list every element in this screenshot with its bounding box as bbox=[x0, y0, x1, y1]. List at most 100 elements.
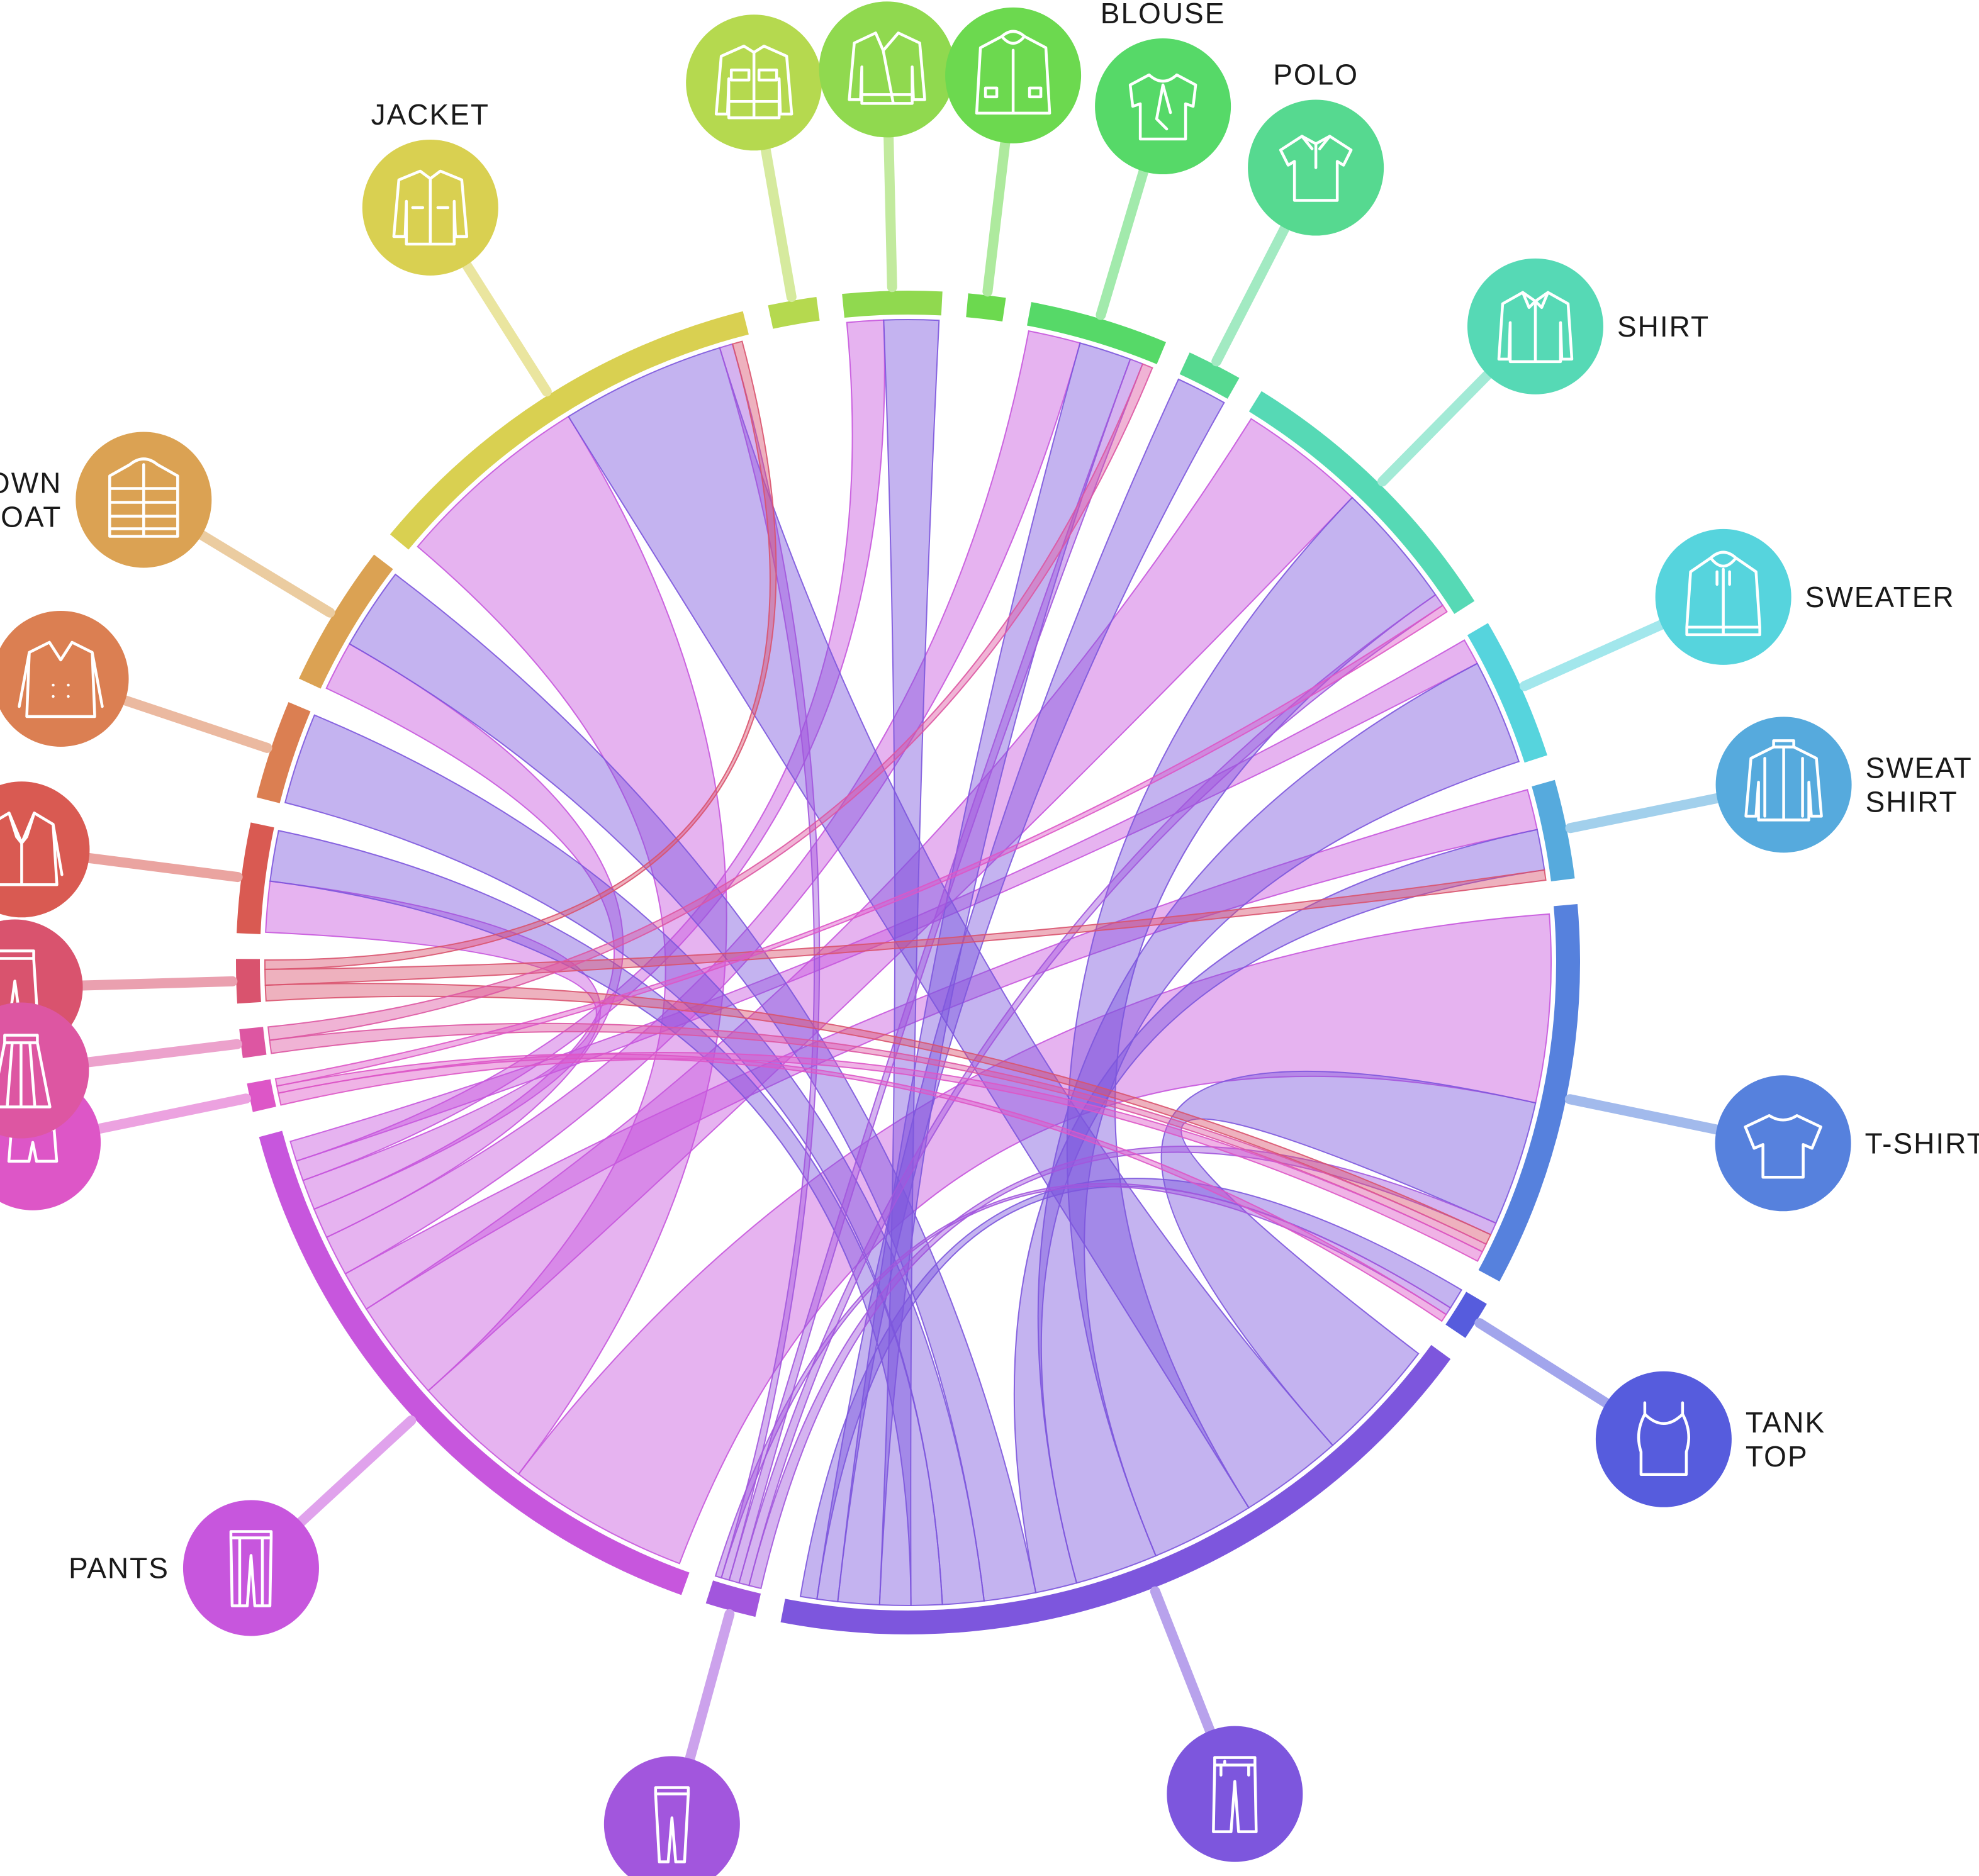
rain-coat-icon-glyph bbox=[975, 30, 1051, 115]
ribbon-shorts-shirt[interactable] bbox=[274, 604, 1448, 1087]
ribbon-shorts-tank-top[interactable] bbox=[276, 1053, 1447, 1322]
connector-tank-top bbox=[1474, 1318, 1612, 1409]
long-skirt-icon-glyph bbox=[0, 1034, 52, 1108]
t-shirt-icon[interactable] bbox=[1715, 1075, 1851, 1212]
ribbon-long-jeans-sweat-shirt[interactable] bbox=[1013, 829, 1545, 1594]
arc-t-shirt[interactable] bbox=[1478, 904, 1580, 1281]
ribbon-long-skirt-blouse[interactable] bbox=[267, 363, 1153, 1041]
arc-sweat-shirt[interactable] bbox=[1532, 779, 1575, 881]
arc-blouse[interactable] bbox=[1027, 302, 1167, 364]
arc-coat[interactable] bbox=[256, 702, 311, 803]
label-line: LONG bbox=[1191, 1872, 1278, 1876]
arc-shirt[interactable] bbox=[1248, 391, 1475, 614]
arc-long-jeans[interactable] bbox=[780, 1344, 1451, 1635]
arc-down-coat[interactable] bbox=[299, 554, 393, 689]
long-jeans-icon[interactable] bbox=[1167, 1726, 1303, 1862]
connector-leggings bbox=[685, 1609, 735, 1764]
ribbon-leggings-t-shirt[interactable] bbox=[748, 1146, 1497, 1590]
label-line: JACKET bbox=[371, 98, 490, 131]
ribbon-leggings-tank-top[interactable] bbox=[714, 1183, 1452, 1579]
arc-jeans-jacket[interactable] bbox=[768, 296, 820, 329]
leather-jacket-icon[interactable] bbox=[819, 1, 955, 138]
sweat-shirt-icon[interactable] bbox=[1715, 717, 1852, 853]
arc-leggings[interactable] bbox=[705, 1580, 761, 1617]
ribbon-pants-leather-jacket[interactable] bbox=[295, 319, 885, 1181]
connector-coat bbox=[120, 695, 272, 753]
ribbon-pants-shirt[interactable] bbox=[365, 418, 1354, 1392]
ribbon-layer bbox=[264, 319, 1552, 1606]
ribbon-pants-sweat-shirt[interactable] bbox=[344, 789, 1539, 1310]
icon-layer bbox=[0, 1, 1852, 1876]
connector-long-jeans bbox=[1150, 1586, 1215, 1736]
arc-long-skirt[interactable] bbox=[239, 1027, 267, 1058]
arc-rain-coat[interactable] bbox=[966, 293, 1006, 321]
ribbon-long-skirt-t-shirt[interactable] bbox=[269, 1022, 1488, 1253]
ribbon-long-jeans-leather-jacket[interactable] bbox=[878, 319, 940, 1606]
pants-icon[interactable] bbox=[182, 1500, 319, 1636]
label-line: SHIRT bbox=[1617, 310, 1710, 343]
connector-jacket bbox=[461, 260, 552, 397]
ribbon-long-jeans-t-shirt[interactable] bbox=[1160, 1070, 1537, 1446]
ribbon-long-jeans-tank-top[interactable] bbox=[799, 1178, 1462, 1600]
arc-polo[interactable] bbox=[1179, 352, 1240, 399]
ribbon-pants-t-shirt[interactable] bbox=[517, 913, 1552, 1565]
ribbon-pants-sweater[interactable] bbox=[289, 639, 1479, 1162]
arc-leather-jacket[interactable] bbox=[842, 291, 943, 318]
connector-sweat-pants bbox=[77, 976, 238, 991]
ribbon-sweat-pants-t-shirt[interactable] bbox=[264, 983, 1492, 1245]
rain-coat-icon[interactable] bbox=[945, 7, 1082, 143]
ribbon-long-jeans-sweater[interactable] bbox=[1037, 662, 1520, 1584]
label-shirt: SHIRT bbox=[1617, 310, 1710, 343]
sweater-icon-glyph bbox=[1685, 550, 1761, 637]
ribbon-long-jeans-down-coat[interactable] bbox=[348, 573, 1037, 1602]
blouse-icon[interactable] bbox=[1095, 38, 1231, 175]
ribbon-sweat-pants-jacket[interactable] bbox=[264, 340, 777, 970]
ribbon-leggings-blouse[interactable] bbox=[728, 358, 1144, 1584]
sweater-icon[interactable] bbox=[1655, 528, 1791, 665]
sweat-shirt-icon-glyph bbox=[1744, 739, 1823, 822]
label-line: T-SHIRT bbox=[1865, 1127, 1979, 1159]
coat-icon[interactable] bbox=[0, 611, 129, 747]
ribbon-long-jeans-jacket[interactable] bbox=[567, 347, 1334, 1509]
jeans-jacket-icon[interactable] bbox=[686, 14, 822, 151]
arc-shorts[interactable] bbox=[247, 1079, 276, 1112]
label-long-jeans: LONGJEANS bbox=[1185, 1872, 1284, 1876]
polo-icon[interactable] bbox=[1248, 99, 1384, 236]
long-skirt-icon[interactable] bbox=[0, 1002, 89, 1139]
ribbon-leggings-shirt[interactable] bbox=[738, 594, 1444, 1587]
shirt-icon[interactable] bbox=[1467, 258, 1603, 394]
leggings-icon[interactable] bbox=[603, 1756, 740, 1876]
tank-top-icon[interactable] bbox=[1595, 1371, 1732, 1507]
jacket-icon-glyph bbox=[392, 169, 469, 246]
arc-tank-top[interactable] bbox=[1445, 1292, 1487, 1338]
label-line: JACKET bbox=[695, 0, 813, 6]
label-line: BLOUSE bbox=[1101, 0, 1226, 30]
ribbon-pants-blazer[interactable] bbox=[265, 880, 602, 1210]
arc-sweater[interactable] bbox=[1467, 623, 1547, 763]
jeans-jacket-icon-glyph bbox=[714, 45, 793, 120]
down-coat-icon[interactable] bbox=[76, 432, 212, 568]
arc-jacket[interactable] bbox=[390, 311, 749, 550]
polo-icon-glyph bbox=[1279, 135, 1353, 202]
arc-blazer[interactable] bbox=[237, 822, 274, 934]
blazer-icon[interactable] bbox=[0, 781, 90, 918]
connector-rain-coat bbox=[982, 138, 1011, 297]
connector-layer bbox=[77, 132, 1722, 1764]
arc-sweat-pants[interactable] bbox=[236, 959, 261, 1004]
ribbon-pants-jacket[interactable] bbox=[417, 415, 727, 1475]
label-down-coat: DOWNCOAT bbox=[0, 467, 62, 533]
icon-badge-blazer bbox=[0, 781, 90, 918]
ribbon-long-jeans-blazer[interactable] bbox=[269, 830, 943, 1606]
connector-leather-jacket bbox=[883, 132, 897, 293]
ribbon-leggings-jacket[interactable] bbox=[719, 343, 821, 1581]
label-blouse: BLOUSE bbox=[1101, 0, 1226, 30]
connector-blazer bbox=[84, 852, 243, 883]
icon-badge-leggings bbox=[603, 1756, 740, 1876]
arc-layer bbox=[236, 291, 1580, 1635]
connector-shorts bbox=[94, 1093, 251, 1134]
jacket-icon[interactable] bbox=[362, 139, 498, 276]
ribbon-pants-down-coat[interactable] bbox=[313, 643, 624, 1239]
